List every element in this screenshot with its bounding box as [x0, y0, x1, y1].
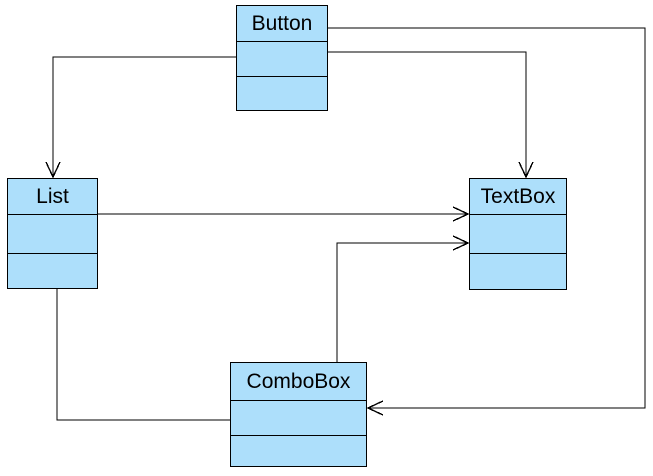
- class-box-button[interactable]: Button: [236, 5, 328, 111]
- edge-button-to-list: [52, 56, 236, 176]
- class-box-textbox[interactable]: TextBox: [469, 178, 567, 290]
- class-operations-combobox: [231, 436, 366, 466]
- class-attributes-list: [8, 215, 97, 254]
- arrowhead-button-to-list: [45, 161, 61, 179]
- class-attributes-combobox: [231, 401, 366, 436]
- class-box-list[interactable]: List: [7, 178, 98, 289]
- arrowhead-combobox-to-textbox: [452, 235, 470, 251]
- arrowhead-button-to-textbox: [518, 161, 534, 179]
- class-operations-textbox: [470, 254, 566, 289]
- edge-list-to-combobox: [56, 289, 230, 421]
- arrowhead-list-to-textbox: [452, 206, 470, 222]
- class-name-button: Button: [237, 6, 327, 42]
- class-name-combobox: ComboBox: [231, 363, 366, 401]
- edge-combobox-to-textbox: [336, 242, 467, 362]
- class-operations-list: [8, 254, 97, 288]
- class-attributes-textbox: [470, 215, 566, 254]
- edge-button-to-textbox: [328, 51, 527, 176]
- class-name-textbox: TextBox: [470, 179, 566, 215]
- arrowhead-button-to-combobox: [366, 400, 384, 416]
- class-name-list: List: [8, 179, 97, 215]
- edge-button-to-combobox: [328, 27, 646, 409]
- class-attributes-button: [237, 42, 327, 77]
- class-box-combobox[interactable]: ComboBox: [230, 362, 367, 467]
- class-operations-button: [237, 77, 327, 110]
